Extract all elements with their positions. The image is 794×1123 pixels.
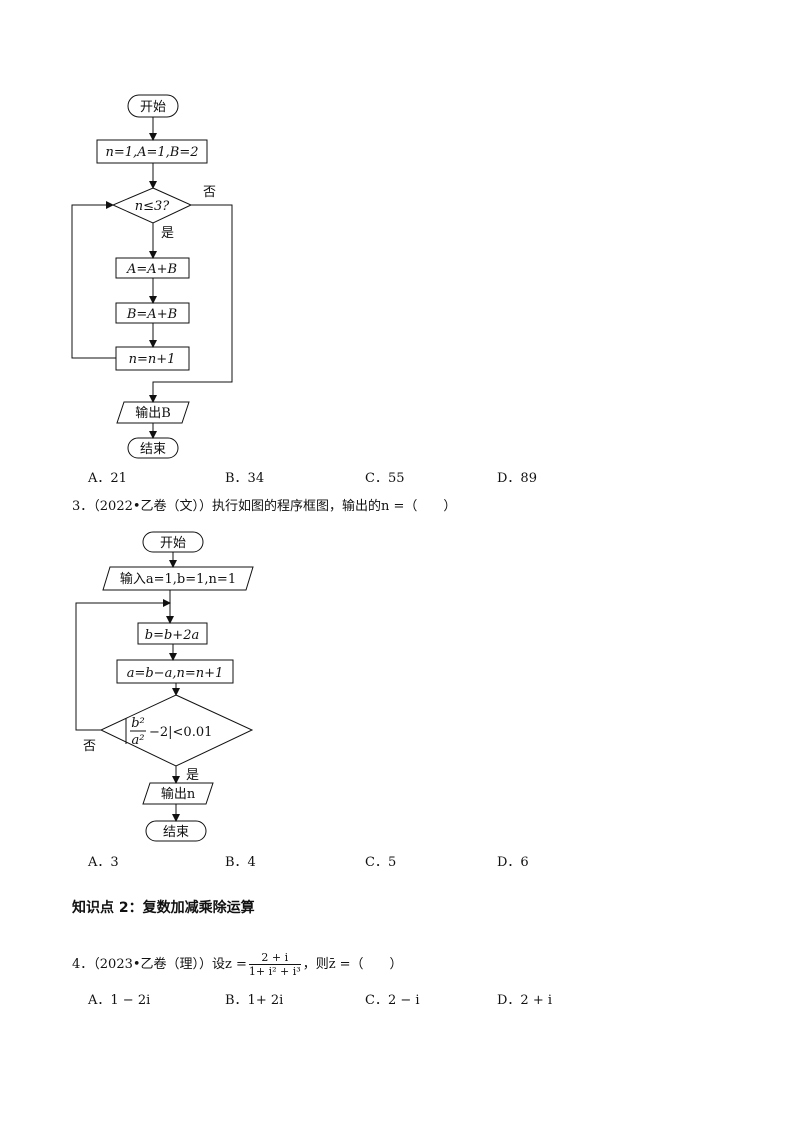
flowchart-2	[75, 531, 254, 842]
q2-option-d: D．89	[497, 471, 537, 486]
end-label: 结束	[140, 442, 166, 457]
q2-option-b: B．34	[225, 471, 265, 486]
flowchart-1	[71, 94, 233, 459]
condition-label: n≤3?	[135, 199, 171, 214]
condition-num: b²	[131, 716, 145, 731]
end-terminal	[127, 437, 179, 459]
q2-option-c: C．55	[365, 471, 405, 486]
q4-option-d: D．2 + i	[497, 993, 553, 1008]
q3-option-b: B．4	[225, 855, 256, 870]
output-label-2: 输出n	[161, 786, 196, 802]
step2-label: B=A+B	[126, 307, 177, 322]
start-label-2: 开始	[160, 536, 186, 551]
q4-frac-den: 1+ i² + i³	[248, 965, 301, 978]
step1-label: A=A+B	[126, 262, 177, 277]
yes-label-2: 是	[186, 768, 199, 783]
q3-option-d: D．6	[497, 855, 529, 870]
q4-option-a: A．1 − 2i	[88, 993, 151, 1008]
step1-label-2: b=b+2a	[145, 628, 199, 643]
q4-option-b: B．1+ 2i	[225, 993, 284, 1008]
step3-label: n=n+1	[129, 352, 176, 367]
output-box-2	[142, 782, 214, 805]
input-box	[102, 566, 254, 591]
output-label: 输出B	[135, 405, 171, 421]
q4-option-c: C．2 − i	[365, 993, 420, 1008]
output-box	[116, 401, 190, 424]
no-label: 否	[203, 185, 216, 200]
input-label: 输入a=1,b=1,n=1	[120, 571, 236, 587]
q4-stem-prefix: 4．（2023•乙卷（理））设z =	[72, 957, 247, 972]
start-label: 开始	[140, 100, 166, 115]
condition-den: a²	[132, 733, 145, 748]
q4-frac-num: 2 + i	[248, 951, 301, 965]
yes-label: 是	[161, 226, 174, 241]
step2-label-2: a=b−a,n=n+1	[127, 666, 224, 681]
q4-stem-suffix: ，则z̄ =（ ）	[302, 957, 403, 972]
condition-rest: −2|<0.01	[149, 725, 212, 740]
end-terminal-2	[145, 820, 207, 842]
q3-stem: 3．（2022•乙卷（文））执行如图的程序框图，输出的n =（ ）	[72, 499, 457, 514]
section-heading: 知识点 2：复数加减乘除运算	[72, 900, 255, 916]
q2-option-a: A．21	[88, 471, 127, 486]
init-box	[96, 139, 208, 164]
q3-option-c: C．5	[365, 855, 397, 870]
init-label: n=1,A=1,B=2	[105, 145, 198, 160]
no-label-2: 否	[83, 739, 96, 754]
step-box-a2	[116, 659, 234, 684]
end-label-2: 结束	[163, 825, 189, 840]
q3-option-a: A．3	[88, 855, 119, 870]
